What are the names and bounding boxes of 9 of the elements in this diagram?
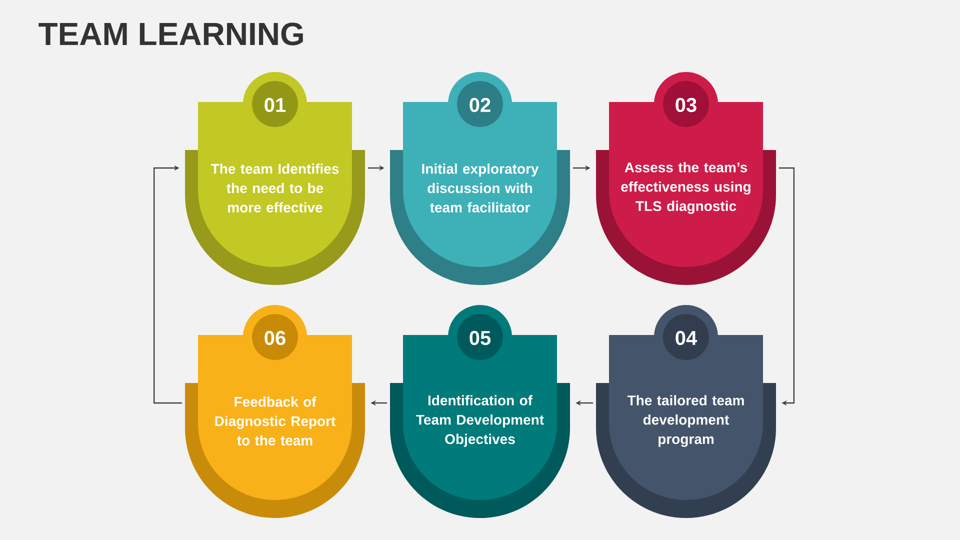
step-card: 03 Assess the team’s effectiveness using TLS diagnostic (596, 72, 776, 285)
step-card: 01 The team Identifies the need to be more effective (185, 72, 365, 285)
title: TEAM LEARNING (38, 22, 303, 46)
step-card: 02 Initial exploratory discussion with team facilitator (390, 72, 570, 285)
arrow (778, 167, 795, 406)
step-card: 04 The tailored team development program (596, 305, 776, 518)
step-card: 05 Identification of Team Development Objectives (390, 305, 570, 518)
step-card: 06 Feedback of Diagnostic Report to the team (185, 305, 365, 518)
arrow (153, 165, 182, 404)
